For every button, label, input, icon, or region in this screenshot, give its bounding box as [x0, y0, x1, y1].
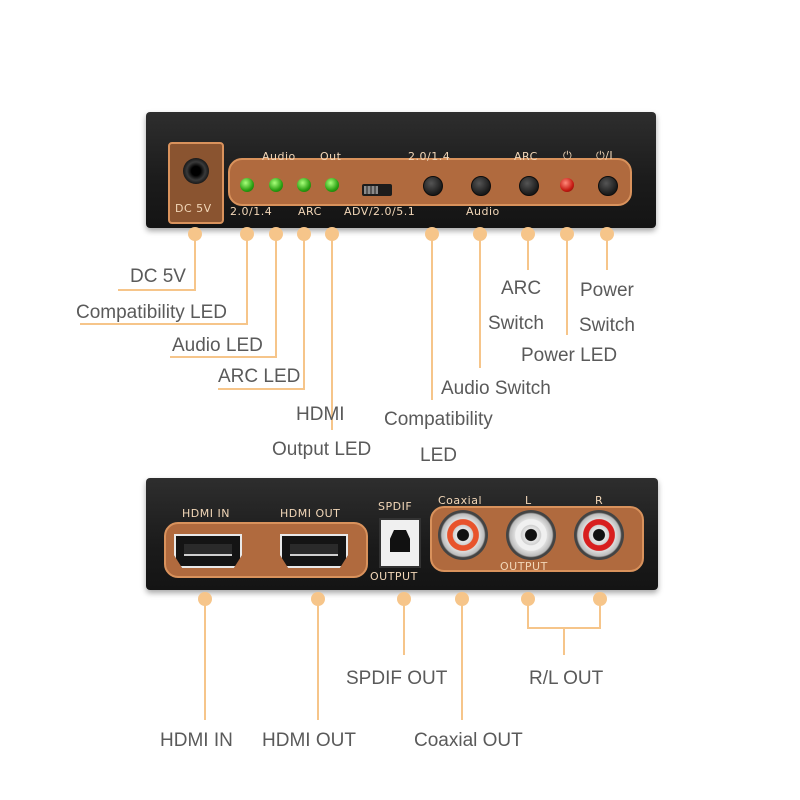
callout-arc-led: ARC LED [218, 366, 301, 387]
label-hdmi-in: HDMI IN [182, 507, 230, 520]
dot-right-out [593, 592, 607, 606]
compatibility-slide-switch[interactable] [362, 184, 392, 196]
bottom-device: HDMI IN HDMI OUT SPDIF OUTPUT Coaxial L … [146, 478, 658, 590]
hdmi-out-inner [290, 544, 338, 556]
coaxial-rca-port[interactable] [438, 510, 488, 560]
top-device: DC 5V Audio Out 2.0/1.4 ARC ⏻ ⏻/I 2.0/1.… [146, 112, 656, 228]
dot-power-switch [600, 227, 614, 241]
dot-compat-led [240, 227, 254, 241]
label-coaxial: Coaxial [438, 494, 483, 507]
callout-hdmi-output-led-line1: HDMI [296, 404, 345, 425]
dot-audio-switch [473, 227, 487, 241]
hdmi-in-port[interactable] [174, 534, 242, 568]
label-spdif: SPDIF [378, 500, 413, 513]
right-rca-port[interactable] [574, 510, 624, 560]
label-compat-version: 2.0/1.4 [230, 205, 273, 218]
callout-audio-switch: Audio Switch [441, 378, 551, 399]
callout-spdif-out: SPDIF OUT [346, 668, 448, 689]
label-power-switch-symbol: ⏻/I [596, 149, 614, 162]
callout-compat-switch-line2: LED [420, 445, 457, 466]
label-audio-bottom: Audio [466, 205, 500, 218]
callout-power-led: Power LED [521, 345, 618, 366]
line-compat-led [80, 234, 248, 325]
audio-led [269, 178, 283, 192]
hdmi-out-port[interactable] [280, 534, 348, 568]
line-arc-led [218, 234, 305, 390]
dot-arc-led [297, 227, 311, 241]
label-l: L [525, 494, 532, 507]
label-rca-output: OUTPUT [500, 560, 548, 573]
callout-audio-led: Audio LED [172, 335, 263, 356]
line-audio-led [170, 234, 277, 358]
arc-led [297, 178, 311, 192]
line-dc5v [118, 234, 196, 291]
dot-arc-switch [521, 227, 535, 241]
callout-arc-switch-line1: ARC [501, 278, 542, 299]
callout-coaxial-out: Coaxial OUT [414, 730, 523, 751]
label-audio: Audio [262, 150, 296, 163]
hdmi-output-led [325, 178, 339, 192]
compatibility-switch-button[interactable] [423, 176, 443, 196]
label-version: 2.0/1.4 [408, 150, 451, 163]
dot-power-led [560, 227, 574, 241]
callout-hdmi-in: HDMI IN [160, 730, 233, 751]
dot-hdmi-in [198, 592, 212, 606]
dot-hdmi-out [311, 592, 325, 606]
label-out: Out [320, 150, 342, 163]
label-power-symbol: ⏻ [563, 149, 573, 162]
arc-switch-button[interactable] [519, 176, 539, 196]
dc-label: DC 5V [175, 202, 212, 215]
spdif-hole [390, 530, 410, 552]
callout-compat-switch-line1: Compatibility [384, 409, 493, 430]
label-spdif-output: OUTPUT [370, 570, 418, 583]
dot-left-out [521, 592, 535, 606]
audio-switch-button[interactable] [471, 176, 491, 196]
line-rl-out [527, 600, 601, 629]
dot-spdif-out [397, 592, 411, 606]
dot-dc5v [188, 227, 202, 241]
dot-hdmi-output-led [325, 227, 339, 241]
callout-power-switch-line1: Power [580, 280, 634, 301]
power-switch-button[interactable] [598, 176, 618, 196]
label-r: R [595, 494, 604, 507]
spdif-port[interactable] [379, 518, 421, 568]
hdmi-in-inner [184, 544, 232, 556]
compatibility-led [240, 178, 254, 192]
label-arc: ARC [514, 150, 538, 163]
dot-compat-switch [425, 227, 439, 241]
callout-arc-switch-line2: Switch [488, 313, 544, 334]
callout-power-switch-line2: Switch [579, 315, 635, 336]
label-adv: ADV/2.0/5.1 [344, 205, 416, 218]
callout-compat-led: Compatibility LED [76, 302, 227, 323]
dc-jack-hole [183, 158, 209, 184]
left-rca-port[interactable] [506, 510, 556, 560]
callout-dc5v: DC 5V [130, 266, 186, 287]
dc-power-jack[interactable]: DC 5V [168, 142, 224, 224]
callout-hdmi-out: HDMI OUT [262, 730, 356, 751]
label-hdmi-out: HDMI OUT [280, 507, 341, 520]
callout-hdmi-output-led-line2: Output LED [272, 439, 372, 460]
label-arc-bottom: ARC [298, 205, 322, 218]
callout-rl-out: R/L OUT [529, 668, 604, 689]
dot-audio-led [269, 227, 283, 241]
power-led [560, 178, 574, 192]
dot-coaxial-out [455, 592, 469, 606]
slide-knob [364, 186, 378, 194]
